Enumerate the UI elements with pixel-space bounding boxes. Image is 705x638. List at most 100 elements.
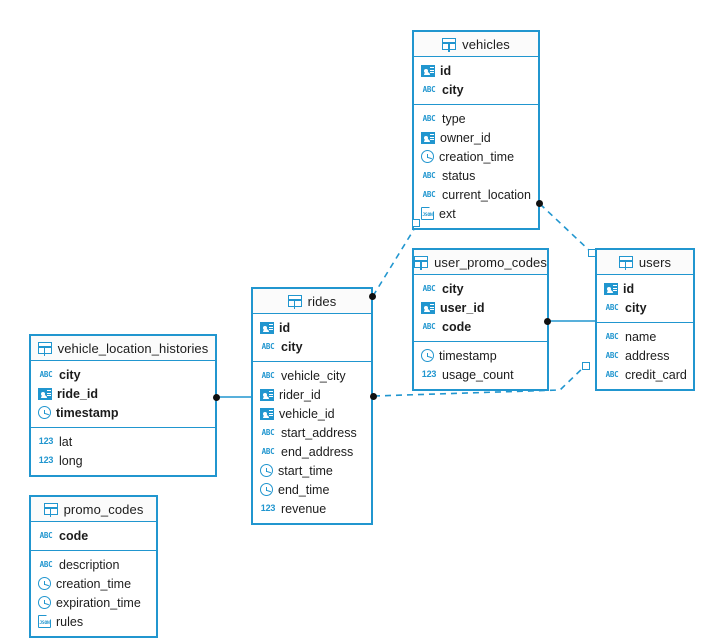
number-icon: 123 bbox=[38, 436, 54, 446]
table-title: rides bbox=[307, 293, 337, 309]
field-label: revenue bbox=[281, 501, 327, 516]
table-vehicles[interactable]: vehicles id ABC city ABC type owner_id bbox=[412, 30, 540, 230]
field-row[interactable]: ABC vehicle_city bbox=[253, 366, 371, 385]
field-row[interactable]: ABC credit_card bbox=[597, 365, 693, 384]
primary-key-section: id ABC city bbox=[253, 314, 371, 362]
key-icon bbox=[260, 407, 274, 420]
field-row[interactable]: ABC city bbox=[414, 80, 538, 99]
field-row[interactable]: ABC start_address bbox=[253, 423, 371, 442]
field-row[interactable]: expiration_time bbox=[31, 593, 156, 612]
table-icon bbox=[37, 342, 52, 356]
table-header-users: users bbox=[597, 250, 693, 275]
primary-key-section: id ABC city bbox=[414, 57, 538, 105]
abc-icon: ABC bbox=[605, 350, 619, 360]
field-row[interactable]: 123 revenue bbox=[253, 499, 371, 518]
table-icon bbox=[287, 295, 302, 309]
field-row[interactable]: ext bbox=[414, 204, 538, 223]
field-row[interactable]: ABC city bbox=[31, 365, 215, 384]
field-row[interactable]: ABC address bbox=[597, 346, 693, 365]
columns-section: 123 lat 123 long bbox=[31, 428, 215, 475]
field-row[interactable]: rules bbox=[31, 612, 156, 631]
abc-icon: ABC bbox=[39, 530, 53, 540]
edge-endpoint-square-vehicles-bottom bbox=[412, 219, 420, 227]
field-label: city bbox=[59, 367, 81, 382]
number-icon: 123 bbox=[260, 503, 276, 513]
field-label: status bbox=[442, 168, 476, 183]
field-row[interactable]: vehicle_id bbox=[253, 404, 371, 423]
table-vehicle-location-histories[interactable]: vehicle_location_histories ABC city ride… bbox=[29, 334, 217, 477]
field-label: owner_id bbox=[440, 130, 491, 145]
field-row[interactable]: owner_id bbox=[414, 128, 538, 147]
field-row[interactable]: 123 usage_count bbox=[414, 365, 547, 384]
key-icon bbox=[260, 388, 274, 401]
field-row[interactable]: timestamp bbox=[414, 346, 547, 365]
table-title: promo_codes bbox=[63, 501, 144, 517]
field-row[interactable]: ABC current_location bbox=[414, 185, 538, 204]
field-row[interactable]: ABC city bbox=[597, 298, 693, 317]
field-label: timestamp bbox=[439, 348, 497, 363]
clock-icon bbox=[260, 464, 273, 477]
field-row[interactable]: ABC type bbox=[414, 109, 538, 128]
field-row[interactable]: ABC description bbox=[31, 555, 156, 574]
field-row[interactable]: ABC code bbox=[31, 526, 156, 545]
field-row[interactable]: creation_time bbox=[414, 147, 538, 166]
field-row[interactable]: id bbox=[597, 279, 693, 298]
abc-icon: ABC bbox=[261, 341, 275, 351]
field-row[interactable]: ABC name bbox=[597, 327, 693, 346]
table-icon bbox=[618, 256, 633, 270]
abc-icon: ABC bbox=[422, 189, 436, 199]
edge-endpoint-square-users-bottom bbox=[582, 362, 590, 370]
field-row[interactable]: rider_id bbox=[253, 385, 371, 404]
field-row[interactable]: ABC code bbox=[414, 317, 547, 336]
field-row[interactable]: user_id bbox=[414, 298, 547, 317]
table-user-promo-codes[interactable]: user_promo_codes ABC city user_id ABC co… bbox=[412, 248, 549, 391]
field-label: end_address bbox=[281, 444, 354, 459]
primary-key-section: id ABC city bbox=[597, 275, 693, 323]
field-row[interactable]: 123 lat bbox=[31, 432, 215, 451]
field-label: city bbox=[281, 339, 303, 354]
field-row[interactable]: 123 long bbox=[31, 451, 215, 470]
field-label: type bbox=[442, 111, 466, 126]
table-title: vehicles bbox=[462, 36, 510, 52]
field-label: description bbox=[59, 557, 120, 572]
table-users[interactable]: users id ABC city ABC name ABC address A… bbox=[595, 248, 695, 391]
edge-rides-vehicles bbox=[372, 225, 417, 297]
table-promo-codes[interactable]: promo_codes ABC code ABC description cre… bbox=[29, 495, 158, 638]
field-row[interactable]: ABC status bbox=[414, 166, 538, 185]
field-label: user_id bbox=[440, 300, 485, 315]
field-row[interactable]: ABC city bbox=[414, 279, 547, 298]
field-row[interactable]: timestamp bbox=[31, 403, 215, 422]
table-title: vehicle_location_histories bbox=[57, 340, 209, 356]
abc-icon: ABC bbox=[422, 84, 436, 94]
primary-key-section: ABC code bbox=[31, 522, 156, 551]
table-header-promo-codes: promo_codes bbox=[31, 497, 156, 522]
clock-icon bbox=[421, 150, 434, 163]
field-row[interactable]: id bbox=[414, 61, 538, 80]
field-label: timestamp bbox=[56, 405, 119, 420]
abc-icon: ABC bbox=[422, 170, 436, 180]
field-row[interactable]: id bbox=[253, 318, 371, 337]
field-row[interactable]: creation_time bbox=[31, 574, 156, 593]
field-row[interactable]: ride_id bbox=[31, 384, 215, 403]
table-title: user_promo_codes bbox=[434, 254, 547, 270]
abc-icon: ABC bbox=[261, 370, 275, 380]
field-row[interactable]: ABC end_address bbox=[253, 442, 371, 461]
table-header-rides: rides bbox=[253, 289, 371, 314]
field-label: id bbox=[279, 320, 291, 335]
edge-vehicles-users bbox=[539, 203, 593, 254]
field-row[interactable]: start_time bbox=[253, 461, 371, 480]
field-label: vehicle_id bbox=[279, 406, 335, 421]
field-row[interactable]: ABC city bbox=[253, 337, 371, 356]
field-row[interactable]: end_time bbox=[253, 480, 371, 499]
field-label: city bbox=[442, 82, 464, 97]
field-label: rider_id bbox=[279, 387, 321, 402]
abc-icon: ABC bbox=[39, 559, 53, 569]
key-icon bbox=[604, 282, 618, 295]
abc-icon: ABC bbox=[605, 331, 619, 341]
edge-endpoint-square-users-top bbox=[588, 249, 596, 257]
table-rides[interactable]: rides id ABC city ABC vehicle_city rider… bbox=[251, 287, 373, 525]
field-label: vehicle_city bbox=[281, 368, 346, 383]
clock-icon bbox=[421, 349, 434, 362]
edge-endpoint-dot-rides-top bbox=[369, 293, 376, 300]
field-label: id bbox=[623, 281, 635, 296]
